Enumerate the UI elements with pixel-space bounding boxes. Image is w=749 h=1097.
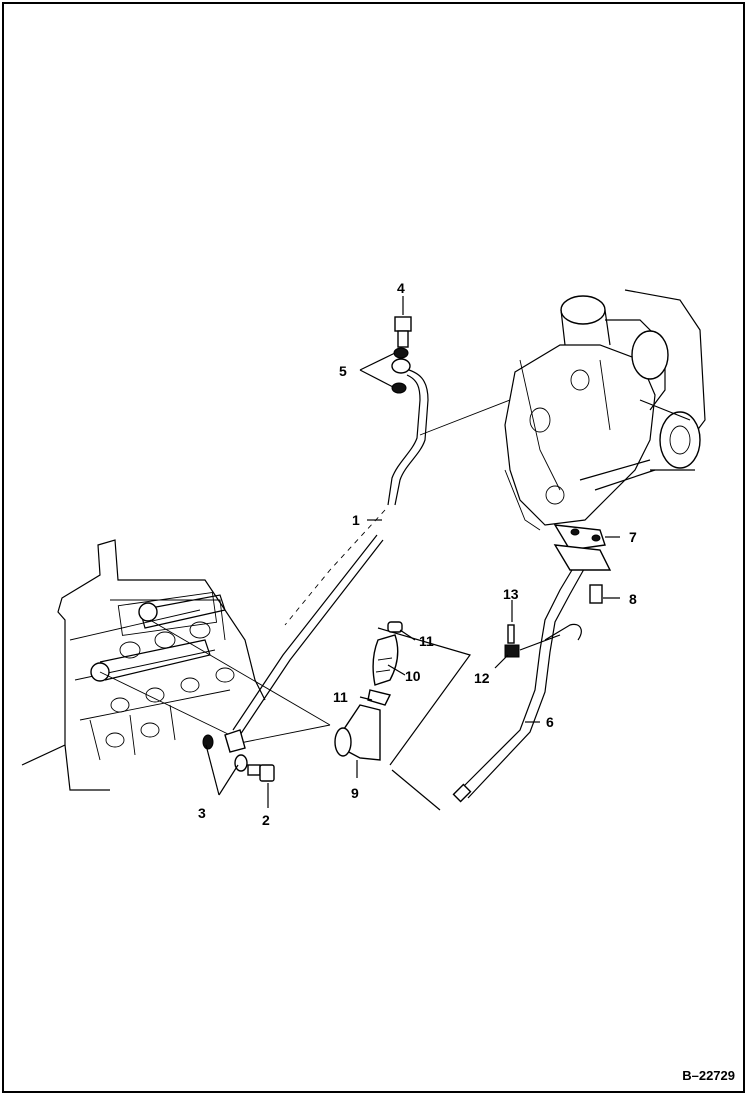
oil-inlet-pipe: [224, 367, 429, 753]
washers-bottom: [202, 734, 248, 772]
hose-assembly: [334, 621, 471, 811]
callout-1: 1: [352, 512, 360, 528]
callout-6: 6: [546, 714, 554, 730]
callout-8: 8: [629, 591, 637, 607]
callout-3: 3: [198, 805, 206, 821]
banjo-bolt-bottom: [247, 764, 275, 782]
flange-bolt: [589, 584, 603, 604]
callout-12: 12: [474, 670, 490, 686]
callout-11-bottom: 11: [333, 689, 348, 705]
callout-9: 9: [351, 785, 359, 801]
clamp: [504, 644, 520, 658]
flange-gasket: [553, 524, 612, 571]
callout-10: 10: [405, 668, 421, 684]
turbocharger: [419, 289, 706, 531]
leader-lines: [205, 296, 620, 808]
pipe-route-dashed: [284, 509, 386, 626]
oil-return-pipe: [452, 559, 589, 803]
callout-11-top: 11: [419, 633, 434, 649]
sealing-washers-top: [391, 347, 411, 394]
callout-5: 5: [339, 363, 347, 379]
engine-block: [21, 539, 331, 791]
callout-7: 7: [629, 529, 637, 545]
callout-2: 2: [262, 812, 270, 828]
banjo-bolt-top: [394, 316, 412, 348]
callout-4: 4: [397, 280, 405, 296]
clamp-bolt: [507, 624, 515, 644]
figure-id: B–22729: [682, 1068, 735, 1083]
callout-13: 13: [503, 586, 519, 602]
